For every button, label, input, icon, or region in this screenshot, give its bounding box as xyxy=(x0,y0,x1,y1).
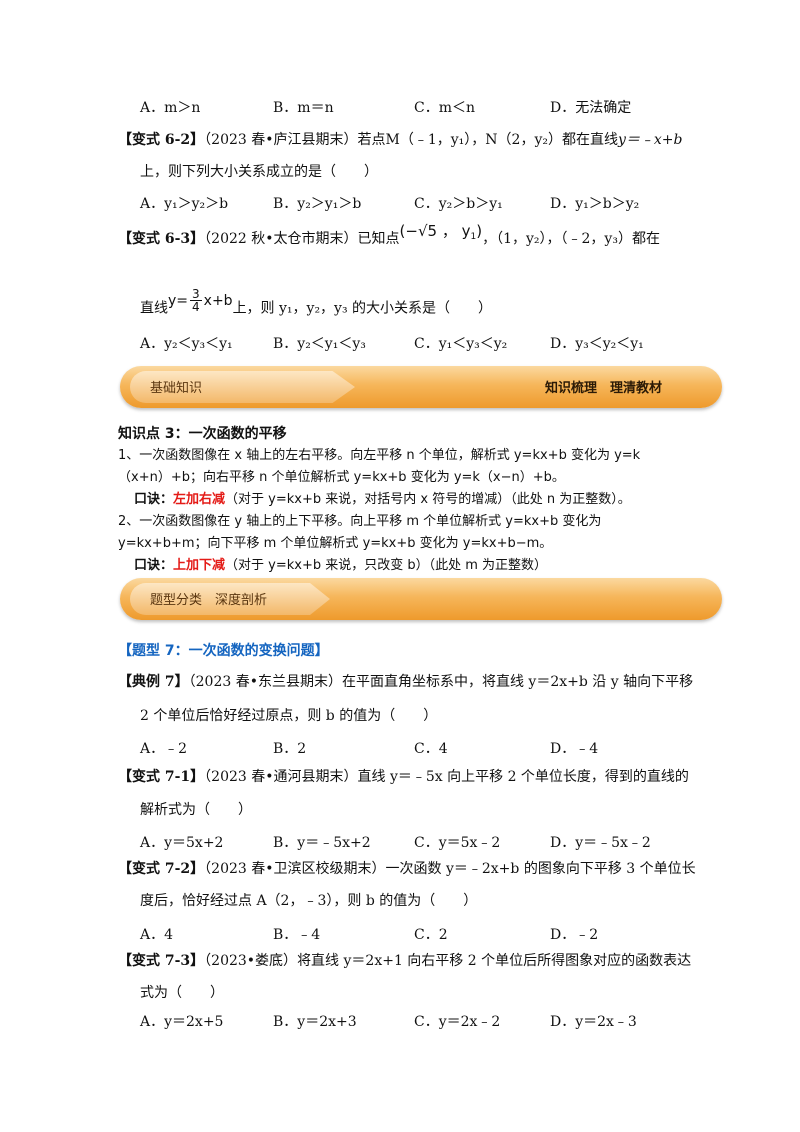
q6-2-line2: 上，则下列大小关系成立的是（ ） xyxy=(140,164,378,180)
q7-1-line1: 【变式 7-1】（2023 春•通河县期末）直线 y＝﹣5x 向上平移 2 个单… xyxy=(118,767,689,787)
option-b: B．﹣4 xyxy=(273,927,321,943)
mnemonic-label: 口诀： xyxy=(134,558,174,573)
point-m: M（﹣1，y₁）， xyxy=(385,132,486,148)
question-source: （2023 春•通河县期末） xyxy=(204,769,358,785)
q6-2-line1: 【变式 6-2】（2023 春•庐江县期末）若点M（﹣1，y₁），N（2，y₂）… xyxy=(118,130,682,150)
kp3-p1-line2: （x+n）+b；向右平移 n 个单位解析式 y=kx+b 变化为 y=k（x−n… xyxy=(118,470,565,485)
option-d: D．﹣2 xyxy=(550,927,599,943)
kp3-p2-line2: y=kx+b+m；向下平移 m 个单位解析式 y=kx+b 变化为 y=kx+b… xyxy=(118,536,553,551)
mnemonic-text: （对于 y=kx+b 来说，只改变 b）（此处 m 为正整数） xyxy=(225,558,548,573)
question-text: 直线 xyxy=(140,300,168,317)
q7-2-line1: 【变式 7-2】（2023 春•卫滨区校级期末）一次函数 y＝﹣2x+b 的图象… xyxy=(118,859,696,879)
ex7-line2: 2 个单位后恰好经过原点，则 b 的值为（ ） xyxy=(140,708,438,724)
question-source: （2023 春•庐江县期末） xyxy=(204,132,358,148)
option-c: C．y＝5x﹣2 xyxy=(414,835,501,851)
question-tag: 【变式 6-2】 xyxy=(118,132,205,148)
question-tag: 【变式 7-2】 xyxy=(118,861,205,877)
mnemonic-highlight: 左加右减 xyxy=(173,492,226,507)
option-a: A．﹣2 xyxy=(140,741,188,757)
question-text: 一次函数 y＝﹣2x+b 的图象向下平移 3 个单位长 xyxy=(385,861,696,877)
question-text: 上，则 y₁，y₂，y₃ 的大小关系是（ ） xyxy=(232,300,493,317)
question-source: （2022 秋•太仓市期末） xyxy=(204,231,358,247)
question-text: 都在直线 xyxy=(561,132,618,148)
kp3-mnemonic-2: 口诀：上加下减（对于 y=kx+b 来说，只改变 b）（此处 m 为正整数） xyxy=(134,556,547,576)
option-c: C．2 xyxy=(414,927,448,943)
question-source: （2023 春•卫滨区校级期末） xyxy=(204,861,386,877)
question-text: 直线 y＝﹣5x 向上平移 2 个单位长度，得到的直线的 xyxy=(357,769,689,785)
q6-1-options: A．m＞n B．m＝n C．m＜n D．无法确定 xyxy=(140,98,700,118)
q7-3-line1: 【变式 7-3】（2023•娄底）将直线 y＝2x+1 向右平移 2 个单位后所… xyxy=(118,951,691,971)
q6-3-options: A．y₂＜y₃＜y₁ B．y₂＜y₁＜y₃ C．y₁＜y₃＜y₂ D．y₃＜y₂… xyxy=(140,334,700,354)
option-b: B．y＝2x+3 xyxy=(273,1014,357,1030)
question-text: 在平面直角坐标系中，将直线 y＝2x+b 沿 y 轴向下平移 xyxy=(341,674,694,690)
banner-right-label: 知识梳理 理清教材 xyxy=(544,381,662,396)
option-a: A．4 xyxy=(140,927,174,943)
option-d: D．无法确定 xyxy=(550,100,632,116)
option-b: B．y₂＜y₁＜y₃ xyxy=(273,336,366,352)
point-1: (−√5 ， y1) xyxy=(399,222,483,242)
question-source: （2023•娄底） xyxy=(204,953,298,969)
option-d: D．﹣4 xyxy=(550,741,599,757)
mnemonic-label: 口诀： xyxy=(134,492,174,507)
ex7-line1: 【典例 7】（2023 春•东兰县期末）在平面直角坐标系中，将直线 y＝2x+b… xyxy=(118,672,693,692)
q6-3-line1: 【变式 6-3】（2022 秋•太仓市期末）已知点(−√5 ， y1)，（1，y… xyxy=(118,222,660,254)
mnemonic-highlight: 上加下减 xyxy=(173,558,226,573)
line-equation: y＝﹣x+b xyxy=(617,132,683,148)
banner-tag-label: 基础知识 xyxy=(150,381,203,396)
ex7-options: A．﹣2 B．2 C．4 D．﹣4 xyxy=(140,739,700,759)
option-a: A．y＝5x+2 xyxy=(140,835,224,851)
question-tag: 【变式 7-1】 xyxy=(118,769,205,785)
q7-1-line2: 解析式为（ ） xyxy=(140,802,252,818)
option-b: B．m＝n xyxy=(273,100,334,116)
kp3-mnemonic-1: 口诀：左加右减（对于 y=kx+b 来说，对括号内 x 符号的增减）（此处 n … xyxy=(134,490,631,510)
option-d: D．y＝﹣5x﹣2 xyxy=(550,835,651,851)
option-a: A．m＞n xyxy=(140,100,201,116)
option-d: D．y₁＞b＞y₂ xyxy=(550,196,640,212)
question-text: 将直线 y＝2x+1 向右平移 2 个单位后所得图象对应的函数表达 xyxy=(297,953,692,969)
question-tag: 【变式 6-3】 xyxy=(118,231,205,247)
option-c: C．4 xyxy=(414,741,448,757)
kp3-p1-line1: 1、一次函数图像在 x 轴上的左右平移。向左平移 n 个单位，解析式 y=kx+… xyxy=(118,448,641,463)
question-type-title: 【题型 7：一次函数的变换问题】 xyxy=(118,643,329,659)
q7-3-line2: 式为（ ） xyxy=(140,985,224,1001)
banner-tag-shape xyxy=(130,371,355,403)
option-b: B．2 xyxy=(273,741,307,757)
question-tag: 【变式 7-3】 xyxy=(118,953,205,969)
banner-tag-shape xyxy=(130,583,330,615)
option-b: B．y₂＞y₁＞b xyxy=(273,196,362,212)
knowledge-point-title: 知识点 3：一次函数的平移 xyxy=(118,426,287,442)
option-d: D．y₃＜y₂＜y₁ xyxy=(550,336,644,352)
question-tag: 【典例 7】 xyxy=(118,674,189,690)
option-a: A．y₂＜y₃＜y₁ xyxy=(140,336,233,352)
question-text: 已知点 xyxy=(357,231,400,247)
q7-2-line2: 度后，恰好经过点 A（2，﹣3），则 b 的值为（ ） xyxy=(140,893,478,909)
section-banner-basics: 基础知识 知识梳理 理清教材 xyxy=(120,366,722,408)
option-c: C．y₂＞b＞y₁ xyxy=(414,196,503,212)
question-source: （2023 春•东兰县期末） xyxy=(188,674,342,690)
option-c: C．y₁＜y₃＜y₂ xyxy=(414,336,508,352)
section-banner-question-types: 题型分类 深度剖析 xyxy=(120,578,722,620)
point-n: N（2，y₂） xyxy=(485,132,562,148)
q7-3-options: A．y＝2x+5 B．y＝2x+3 C．y＝2x﹣2 D．y＝2x﹣3 xyxy=(140,1012,700,1032)
q7-2-options: A．4 B．﹣4 C．2 D．﹣2 xyxy=(140,925,700,945)
option-a: A．y₁＞y₂＞b xyxy=(140,196,229,212)
mnemonic-text: （对于 y=kx+b 来说，对括号内 x 符号的增减）（此处 n 为正整数）。 xyxy=(225,492,631,507)
option-a: A．y＝2x+5 xyxy=(140,1014,224,1030)
q7-1-options: A．y＝5x+2 B．y＝﹣5x+2 C．y＝5x﹣2 D．y＝﹣5x﹣2 xyxy=(140,833,700,853)
banner-tag-label: 题型分类 深度剖析 xyxy=(150,593,268,608)
question-text: ，（1，y₂），（﹣2，y₃）都在 xyxy=(482,231,660,247)
option-c: C．m＜n xyxy=(414,100,476,116)
question-text: 若点 xyxy=(357,132,386,148)
q6-2-options: A．y₁＞y₂＞b B．y₂＞y₁＞b C．y₂＞b＞y₁ D．y₁＞b＞y₂ xyxy=(140,194,700,214)
option-c: C．y＝2x﹣2 xyxy=(414,1014,501,1030)
option-b: B．y＝﹣5x+2 xyxy=(273,835,371,851)
option-d: D．y＝2x﹣3 xyxy=(550,1014,637,1030)
kp3-p2-line1: 2、一次函数图像在 y 轴上的上下平移。向上平移 m 个单位解析式 y=kx+b… xyxy=(118,514,602,529)
